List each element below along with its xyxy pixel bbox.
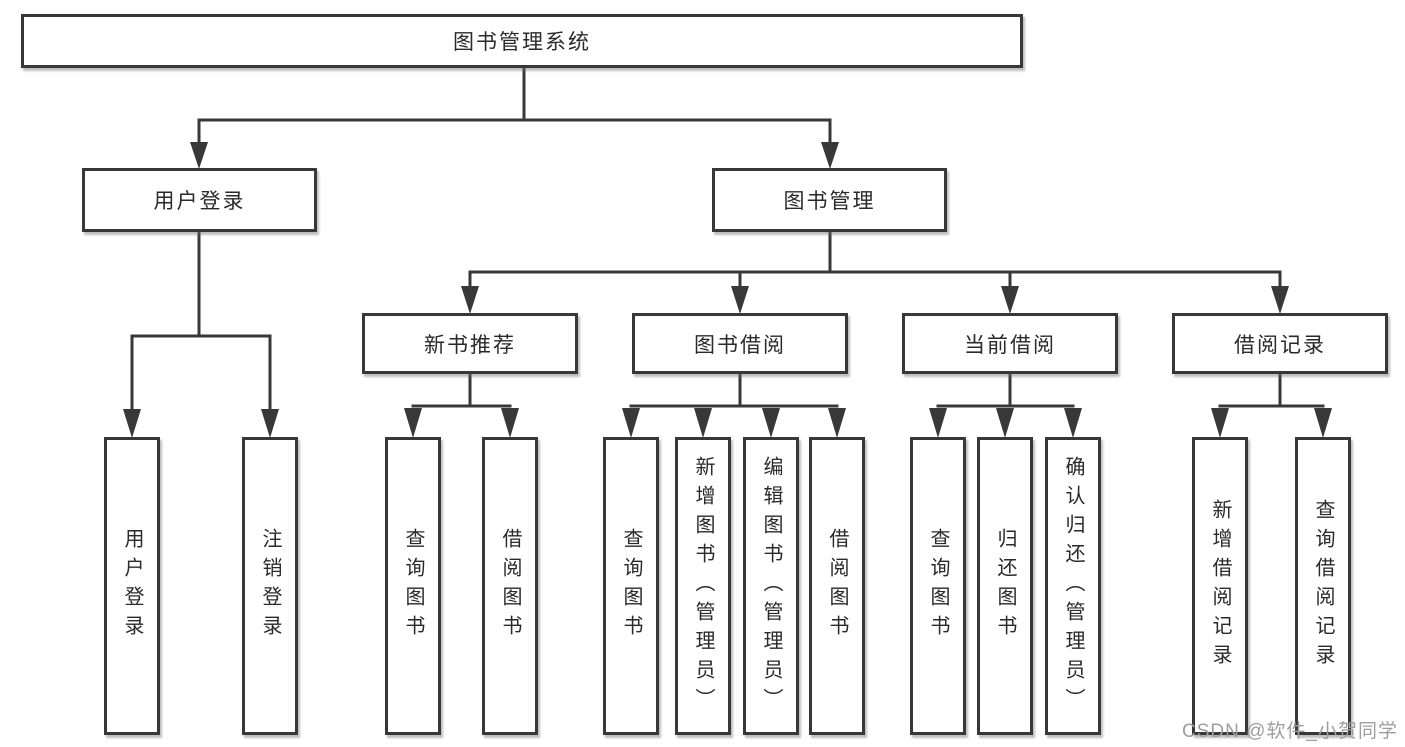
leaf-query-books-borrow: 查询图书 xyxy=(603,437,659,735)
node-label: 当前借阅 xyxy=(964,333,1056,357)
leaf-label: 查询借阅记录 xyxy=(1312,499,1334,673)
leaf-query-borrow-record: 查询借阅记录 xyxy=(1295,437,1351,735)
node-new-book-recommend: 新书推荐 xyxy=(362,313,578,374)
leaf-label: 查询图书 xyxy=(927,528,949,644)
leaf-borrow-books-recommend: 借阅图书 xyxy=(482,437,538,735)
leaf-confirm-return-admin: 确认归还（管理员） xyxy=(1045,437,1101,735)
leaf-label: 查询图书 xyxy=(402,528,424,644)
watermark: CSDN @软件_小贺同学 xyxy=(1182,721,1398,742)
node-label: 借阅记录 xyxy=(1234,333,1326,357)
leaf-add-borrow-record: 新增借阅记录 xyxy=(1192,437,1248,735)
leaf-label: 借阅图书 xyxy=(499,528,521,644)
node-book-borrow: 图书借阅 xyxy=(632,313,848,374)
node-current-borrow: 当前借阅 xyxy=(902,313,1118,374)
node-book-management: 图书管理 xyxy=(712,168,947,232)
leaf-borrow-books: 借阅图书 xyxy=(809,437,865,735)
leaf-query-books-recommend: 查询图书 xyxy=(385,437,441,735)
node-borrow-records: 借阅记录 xyxy=(1172,313,1388,374)
leaf-label: 注销登录 xyxy=(259,528,281,644)
leaf-label: 查询图书 xyxy=(620,528,642,644)
connector-arrowheads xyxy=(123,142,1332,438)
leaf-return-book: 归还图书 xyxy=(977,437,1033,735)
leaf-label: 新增图书（管理员） xyxy=(692,455,714,717)
leaf-label: 用户登录 xyxy=(121,528,143,644)
node-root: 图书管理系统 xyxy=(21,14,1023,68)
leaf-user-login: 用户登录 xyxy=(104,437,160,735)
leaf-label: 新增借阅记录 xyxy=(1209,499,1231,673)
node-label: 新书推荐 xyxy=(424,333,516,357)
leaf-label: 编辑图书（管理员） xyxy=(760,455,782,717)
node-user-login: 用户登录 xyxy=(82,168,317,232)
node-label: 图书管理 xyxy=(783,190,876,213)
leaf-add-book-admin: 新增图书（管理员） xyxy=(675,437,731,735)
leaf-label: 归还图书 xyxy=(994,528,1016,644)
node-label: 图书借阅 xyxy=(694,333,786,357)
leaf-logout: 注销登录 xyxy=(242,437,298,735)
leaf-label: 确认归还（管理员） xyxy=(1062,455,1084,717)
leaf-edit-book-admin: 编辑图书（管理员） xyxy=(743,437,799,735)
leaf-query-books-current: 查询图书 xyxy=(910,437,966,735)
leaf-label: 借阅图书 xyxy=(826,528,848,644)
node-label: 用户登录 xyxy=(153,190,246,213)
node-label: 图书管理系统 xyxy=(453,31,591,54)
